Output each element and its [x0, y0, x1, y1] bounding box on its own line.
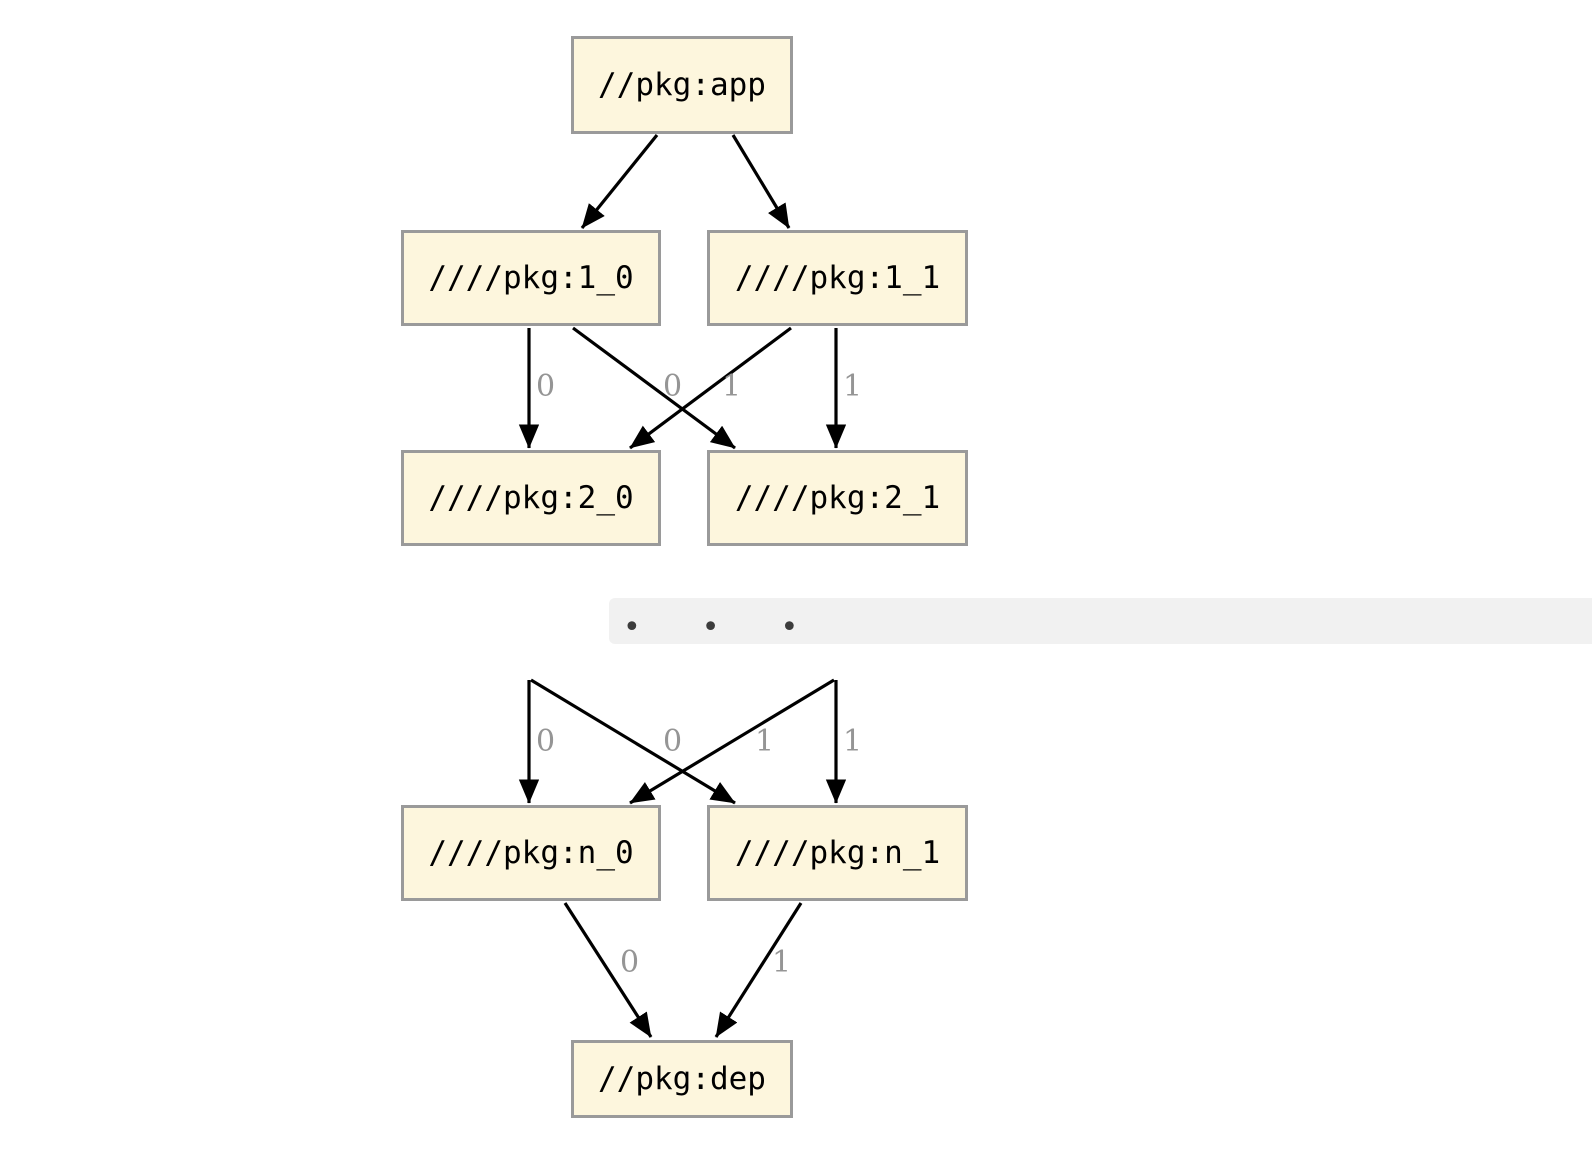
node-nn_1[interactable]: ////pkg:n_1 [707, 805, 968, 901]
node-label: ////pkg:n_1 [734, 834, 941, 871]
edge-line [530, 678, 736, 805]
node-dep[interactable]: //pkg:dep [571, 1040, 793, 1118]
edge-line [580, 133, 659, 230]
node-label: //pkg:dep [598, 1060, 766, 1097]
ellipsis-dots: • • • [623, 610, 813, 645]
node-n1_0[interactable]: ////pkg:1_0 [401, 230, 661, 326]
node-label: ////pkg:1_0 [428, 259, 634, 296]
edge-label: 1 [772, 945, 792, 980]
node-n1_1[interactable]: ////pkg:1_1 [707, 230, 968, 326]
edge-line [731, 134, 791, 229]
edge-label: 0 [663, 369, 683, 404]
edge-line [629, 326, 792, 450]
node-label: ////pkg:2_1 [734, 479, 941, 516]
node-app[interactable]: //pkg:app [571, 36, 793, 134]
node-label: ////pkg:n_0 [428, 834, 634, 871]
node-label: ////pkg:1_1 [734, 259, 941, 296]
edge-label: 1 [843, 724, 863, 759]
node-nn_0[interactable]: ////pkg:n_0 [401, 805, 661, 901]
edge-line [629, 678, 835, 805]
edge-label: 0 [620, 945, 640, 980]
edge-label: 1 [755, 724, 775, 759]
edge-label: 0 [536, 724, 556, 759]
edge-label: 0 [536, 369, 556, 404]
edge-label: 1 [722, 369, 742, 404]
node-label: ////pkg:2_0 [428, 479, 634, 516]
node-n2_1[interactable]: ////pkg:2_1 [707, 450, 968, 546]
edge-label: 0 [663, 724, 683, 759]
node-label: //pkg:app [598, 66, 766, 103]
node-n2_0[interactable]: ////pkg:2_0 [401, 450, 661, 546]
edge-line [572, 326, 736, 450]
edge-label: 1 [843, 369, 863, 404]
ellipsis-separator-band: • • • [609, 598, 1592, 644]
